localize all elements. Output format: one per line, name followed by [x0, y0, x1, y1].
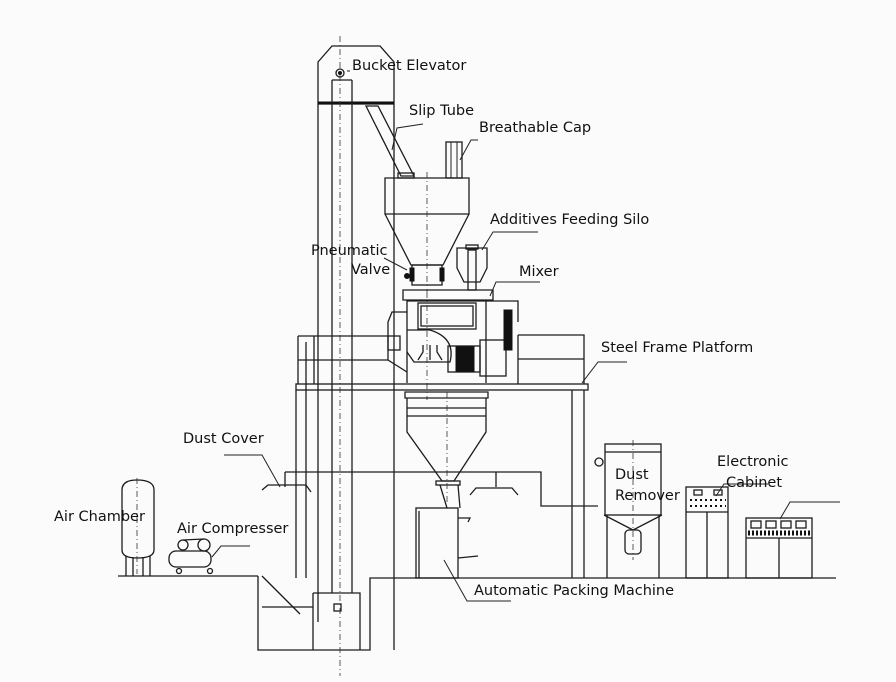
mixer [387, 289, 519, 400]
label-steel-frame-platform: Steel Frame Platform [601, 340, 754, 356]
tail-pulley-icon [333, 603, 342, 612]
label-dust-remover-2: Remover [615, 488, 680, 504]
automatic-packing-machine [415, 507, 479, 579]
label-bucket-elevator: Bucket Elevator [352, 58, 467, 74]
label-mixer: Mixer [519, 264, 559, 280]
steel-frame-platform [295, 334, 589, 578]
label-electronic-cabinet-2: Cabinet [726, 475, 783, 491]
bucket-elevator [305, 36, 395, 676]
dust-remover [594, 440, 663, 578]
lower-hopper [404, 391, 489, 509]
label-additives-feeding-silo: Additives Feeding Silo [490, 212, 650, 228]
slip-tube [364, 105, 416, 179]
electronic-cabinet [685, 486, 729, 579]
ground-line [118, 575, 836, 651]
label-dust-cover: Dust Cover [183, 431, 264, 447]
dust-cover [261, 484, 519, 496]
pneumatic-valve [404, 264, 445, 286]
air-compresser [168, 538, 214, 575]
breathable-cap [445, 141, 463, 179]
label-air-chamber: Air Chamber [54, 509, 145, 525]
leader-lines [211, 70, 840, 602]
label-pneumatic-valve-2: Valve [351, 262, 391, 278]
control-cabinet [745, 517, 813, 579]
label-slip-tube: Slip Tube [409, 103, 475, 119]
label-dust-remover-1: Dust [615, 467, 649, 483]
air-chamber [121, 478, 155, 576]
label-pneumatic-valve-1: Pneumatic [311, 243, 388, 259]
label-air-compresser: Air Compresser [177, 521, 289, 537]
label-automatic-packing-machine: Automatic Packing Machine [474, 583, 675, 599]
main-silo [384, 172, 470, 292]
additives-feeding-silo [456, 244, 488, 291]
label-electronic-cabinet-1: Electronic [717, 454, 789, 470]
label-breathable-cap: Breathable Cap [479, 120, 592, 136]
